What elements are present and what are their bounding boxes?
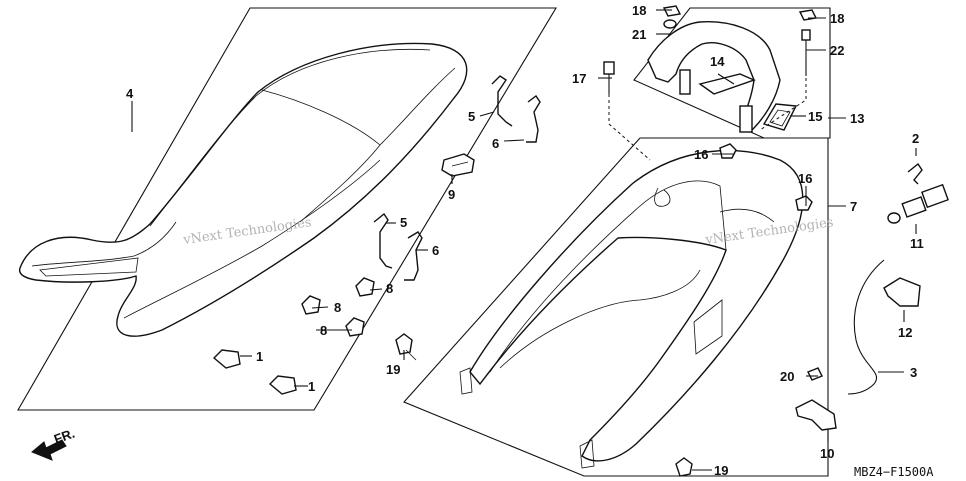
callout-6-lower: 6 bbox=[432, 243, 439, 258]
collar-part-15 bbox=[762, 103, 798, 131]
bracket-part-12 bbox=[883, 277, 921, 307]
rubber-part-9 bbox=[441, 153, 475, 177]
clip-part-1-a bbox=[212, 349, 241, 369]
collar-part-14 bbox=[698, 73, 756, 95]
callout-8-c: 8 bbox=[320, 323, 327, 338]
spring-clip-part-2 bbox=[907, 162, 923, 185]
callout-5-lower: 5 bbox=[400, 215, 407, 230]
callout-13: 13 bbox=[850, 111, 864, 126]
callout-10: 10 bbox=[820, 446, 834, 461]
callout-11: 11 bbox=[910, 236, 924, 251]
cowl-group-frame bbox=[403, 137, 829, 477]
nut-part-8-a bbox=[355, 277, 375, 297]
cable-part-3 bbox=[847, 259, 885, 395]
callout-5-upper: 5 bbox=[468, 109, 475, 124]
nut-part-8-b bbox=[301, 295, 321, 315]
seat-lock-part-11 bbox=[887, 183, 949, 224]
callout-19-a: 19 bbox=[386, 362, 400, 377]
callout-22: 22 bbox=[830, 43, 844, 58]
hook-part-6-upper bbox=[526, 94, 541, 143]
callout-2: 2 bbox=[912, 131, 919, 146]
cushion-part-16-a bbox=[719, 143, 737, 159]
callout-1-b: 1 bbox=[308, 379, 315, 394]
callout-17: 17 bbox=[572, 71, 586, 86]
front-direction-arrow: FR. bbox=[31, 426, 77, 461]
seat-group-frame bbox=[17, 7, 557, 411]
bolt-part-20 bbox=[807, 367, 823, 381]
bolt-part-19-b bbox=[675, 457, 693, 477]
diagram-code: MBZ4−F1500A bbox=[854, 465, 934, 479]
callout-15: 15 bbox=[808, 109, 822, 124]
washer-part-21 bbox=[663, 19, 677, 29]
callout-16-a: 16 bbox=[694, 147, 708, 162]
bolt-part-17 bbox=[603, 61, 615, 94]
callout-7: 7 bbox=[850, 199, 857, 214]
callout-8-b: 8 bbox=[334, 300, 341, 315]
front-direction-label: FR. bbox=[52, 426, 77, 447]
clip-part-1-b bbox=[268, 375, 297, 395]
callout-1-a: 1 bbox=[256, 349, 263, 364]
callout-6-upper: 6 bbox=[492, 136, 499, 151]
hook-part-5-lower bbox=[373, 212, 393, 269]
bolt-part-19-a bbox=[395, 333, 417, 361]
rear-cowl-part-7 bbox=[459, 149, 804, 469]
callout-20: 20 bbox=[780, 369, 794, 384]
nut-part-8-c bbox=[345, 317, 365, 337]
callout-18-b: 18 bbox=[830, 11, 844, 26]
grab-rail-part-13 bbox=[647, 21, 781, 133]
bolt-part-18-a bbox=[662, 5, 682, 17]
bolt-part-22 bbox=[801, 29, 811, 76]
lever-part-10 bbox=[795, 399, 837, 431]
callout-8-a: 8 bbox=[386, 281, 393, 296]
callout-14: 14 bbox=[710, 54, 725, 69]
callout-4: 4 bbox=[126, 86, 134, 101]
cushion-part-16-b bbox=[795, 195, 813, 211]
callout-12: 12 bbox=[898, 325, 912, 340]
callout-18-a: 18 bbox=[632, 3, 646, 18]
callout-21: 21 bbox=[632, 27, 646, 42]
hook-part-5-upper bbox=[491, 75, 513, 127]
seat-part-4 bbox=[18, 42, 468, 337]
leader-lines bbox=[131, 9, 917, 471]
callout-16-b: 16 bbox=[798, 171, 812, 186]
callout-3: 3 bbox=[910, 365, 917, 380]
callout-9: 9 bbox=[448, 187, 455, 202]
callout-19-b: 19 bbox=[714, 463, 728, 478]
